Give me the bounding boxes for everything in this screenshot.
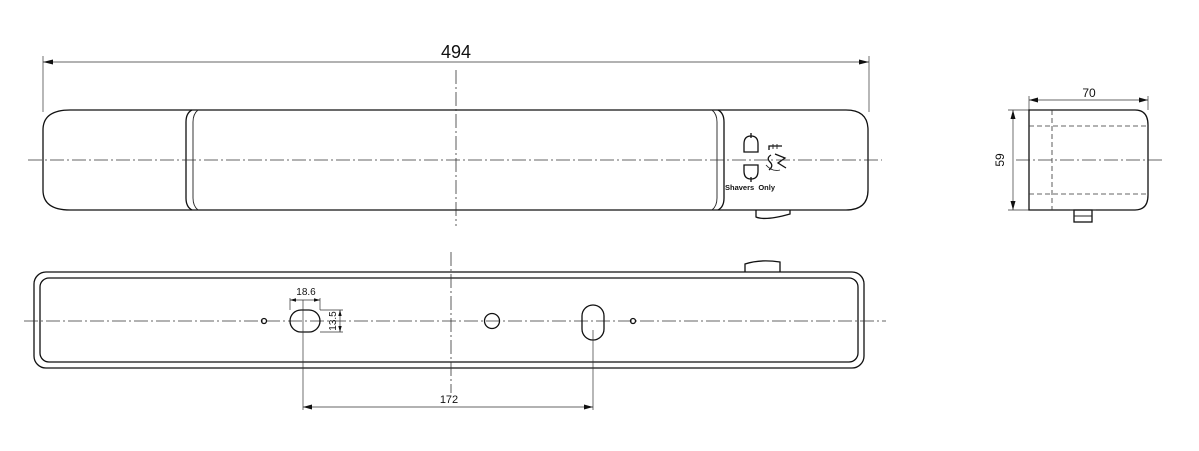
socket-outlet-icon (743, 133, 759, 182)
slot-width-dimension: 18.6 (289, 287, 321, 310)
overall-length-dimension: 494 (42, 42, 870, 112)
depth-dimension: 70 (1028, 86, 1149, 110)
shaver-symbol-icon (765, 144, 787, 171)
cable-entry-hole (483, 312, 501, 330)
left-pin-hole (260, 317, 268, 325)
overall-length-label: 494 (441, 42, 471, 62)
shavers-only-label: Shavers Only (725, 183, 776, 192)
right-pin-hole (629, 317, 637, 325)
side-view: 70 59 (993, 86, 1163, 223)
rear-switch (744, 260, 781, 272)
front-switch (755, 210, 791, 220)
hole-spacing-label: 172 (440, 394, 458, 406)
rear-inner-outline (39, 277, 859, 363)
rear-view: 18.6 13.5 172 (24, 252, 886, 410)
hole-spacing-dimension: 172 (303, 394, 593, 410)
height-label: 59 (993, 153, 1007, 167)
front-view: 494 Shavers Only (28, 42, 882, 226)
slot-height-label: 13.5 (328, 311, 339, 331)
height-dimension: 59 (993, 109, 1029, 211)
front-body-outline (42, 109, 869, 211)
depth-label: 70 (1082, 86, 1096, 100)
slot-height-dimension: 13.5 (320, 309, 343, 333)
left-mounting-slot (289, 309, 321, 333)
side-body-outline (1028, 109, 1149, 211)
side-switch (1070, 209, 1096, 223)
rear-body-outline (33, 271, 865, 369)
slot-width-label: 18.6 (296, 287, 316, 298)
